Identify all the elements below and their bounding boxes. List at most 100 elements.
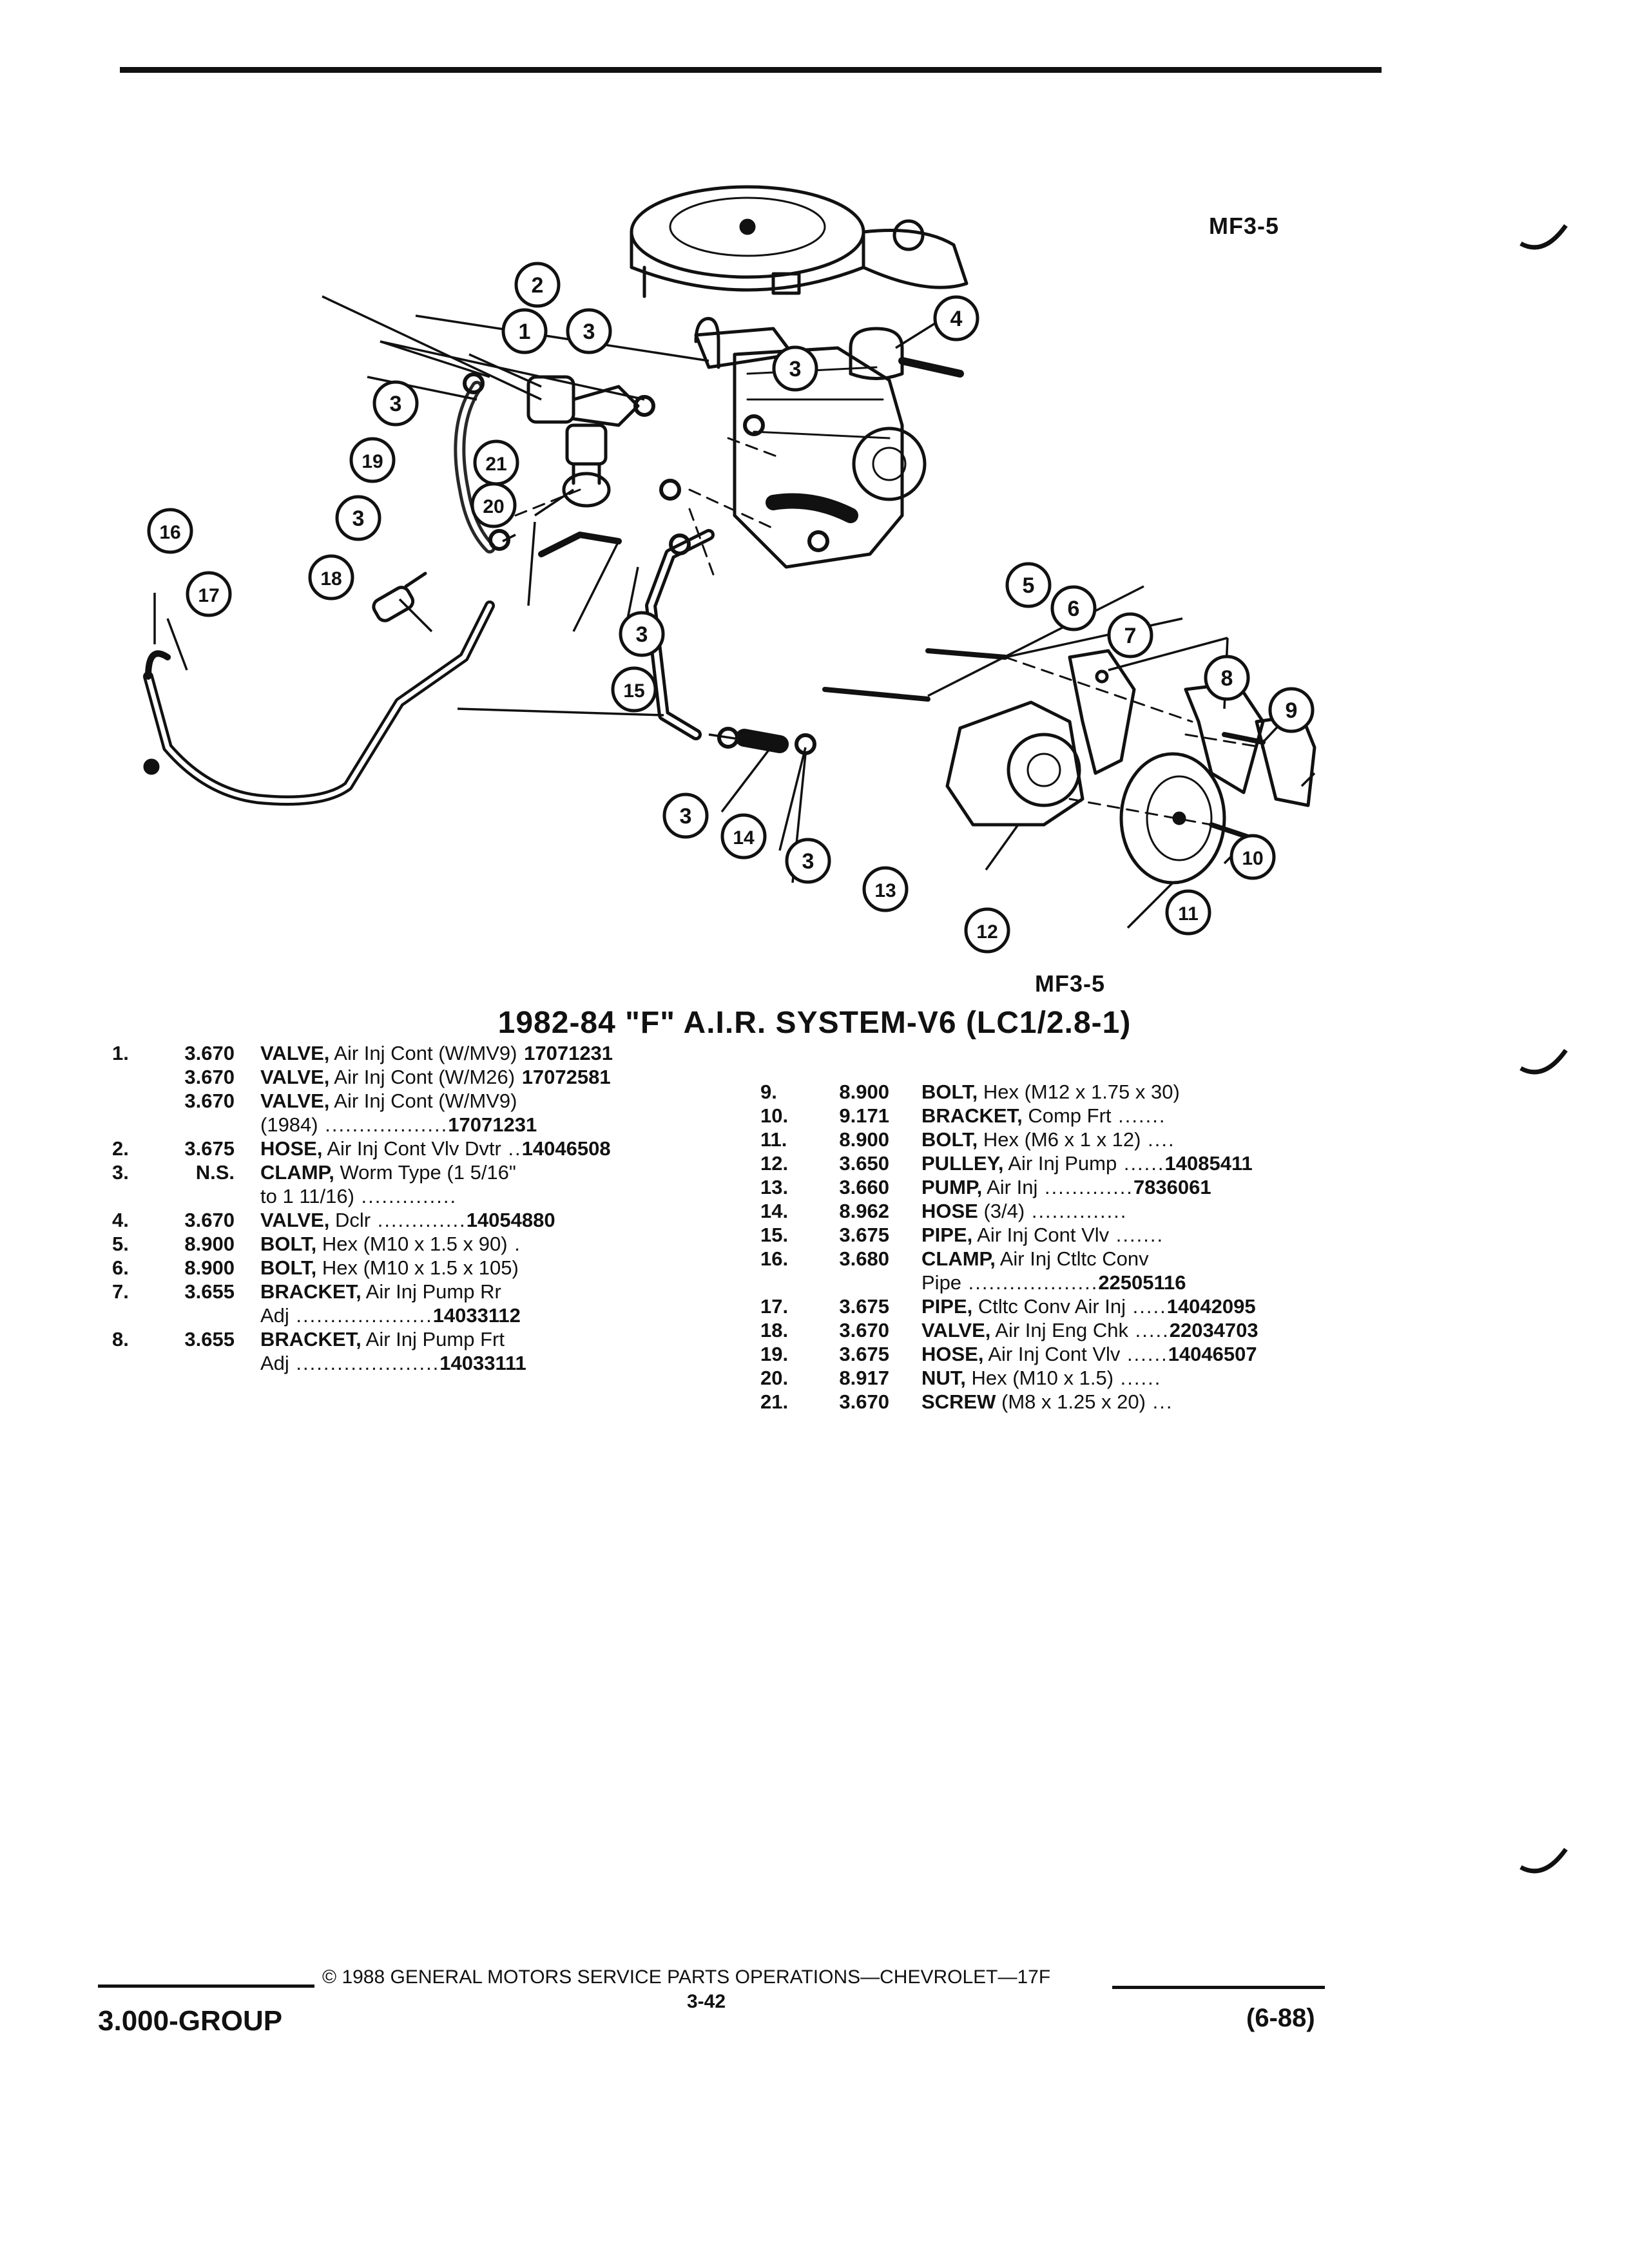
callout-6: 6 [1050,585,1097,631]
part-name: VALVE, [260,1209,330,1231]
part-detail: Worm Type (1 5/16" [334,1161,516,1184]
part-detail: Air Inj Cont (W/M26) [329,1066,516,1088]
part-description: Adj ....................14033112 [260,1303,521,1327]
part-number: 22034703 [1169,1319,1258,1341]
leader-dots: .............. [1025,1200,1128,1222]
ref-number: 18. [760,1319,789,1341]
part-number: 14033112 [432,1304,521,1327]
part-description: BRACKET, Comp Frt ....... [921,1104,1166,1128]
group-number: 8.900 [839,1128,889,1151]
part-name: HOSE, [921,1343,984,1365]
part-name: VALVE, [921,1319,991,1341]
decel-valve-4 [849,327,964,380]
parts-row: to 1 11/16) .............. [112,1184,731,1208]
callout-13: 13 [862,866,909,912]
svg-text:19: 19 [361,451,383,472]
svg-text:3: 3 [636,622,648,647]
ref-number: 2. [112,1137,129,1160]
part-description: CLAMP, Worm Type (1 5/16" [260,1160,516,1184]
part-detail: Adj [260,1304,289,1327]
part-number: 14054880 [466,1209,555,1231]
part-number: 17071231 [524,1042,613,1064]
part-name: PUMP, [921,1176,983,1198]
svg-text:3: 3 [390,392,402,416]
footer-copyright: © 1988 GENERAL MOTORS SERVICE PARTS OPER… [322,1966,1051,1988]
callout-3c: 3 [772,345,818,392]
svg-text:14: 14 [733,827,755,849]
top-rule [120,67,1382,73]
part-detail: Air Inj Cont (W/MV9) [329,1090,517,1112]
page-title: 1982-84 "F" A.I.R. SYSTEM-V6 (LC1/2.8-1) [497,1006,1132,1040]
group-number: N.S. [195,1161,235,1184]
ref-number: 21. [760,1390,789,1413]
callout-3b: 3 [372,380,419,427]
pipe-15-inner [648,532,711,737]
svg-text:9: 9 [1286,698,1298,723]
part-detail: (M8 x 1.25 x 20) [996,1390,1146,1413]
part-detail: Air Inj Pump [1003,1152,1117,1175]
leader-dots: .... [1141,1128,1175,1151]
callout-19: 19 [349,437,396,483]
part-description: Adj .....................14033111 [260,1351,526,1375]
part-detail: Hex (M10 x 1.5 x 90) [316,1233,508,1255]
part-detail: Air Inj [982,1176,1038,1198]
part-detail: Comp Frt [1022,1104,1112,1127]
group-number: 8.900 [839,1081,889,1103]
leader-dots: ...... [1120,1343,1168,1365]
ref-number: 4. [112,1209,129,1231]
hose-upper [766,493,858,523]
group-number: 3.650 [839,1152,889,1175]
part-detail: to 1 11/16) [260,1185,354,1207]
callout-9: 9 [1268,687,1315,733]
footer-rule-left [98,1984,314,1988]
part-number: 14033111 [439,1352,526,1374]
ref-number: 7. [112,1280,129,1303]
part-name: VALVE, [260,1042,330,1064]
part-detail: (3/4) [978,1200,1025,1222]
svg-text:10: 10 [1242,848,1263,869]
callout-11: 11 [1165,889,1211,936]
part-description: CLAMP, Air Inj Ctltc Conv [921,1247,1149,1271]
svg-text:8: 8 [1221,666,1233,691]
part-description: BRACKET, Air Inj Pump Frt [260,1327,505,1351]
clamp-16 [145,650,171,680]
air-injection-pump [945,700,1084,827]
binding-mark-top [1519,224,1568,250]
group-number: 3.675 [839,1343,889,1365]
part-description: VALVE, Air Inj Eng Chk .....22034703 [921,1318,1258,1342]
part-number: 14046507 [1168,1343,1257,1365]
part-detail: Hex (M10 x 1.5) [965,1367,1114,1389]
figure-code-top: MF3-5 [1209,213,1280,239]
part-detail: Hex (M10 x 1.5 x 105) [316,1256,519,1279]
bolt-6 [925,648,1008,660]
ref-number: 6. [112,1256,129,1279]
callout-leaders [153,295,1316,929]
leader-dots: ...... [1117,1152,1165,1175]
part-number: 22505116 [1098,1271,1186,1294]
leader-dots: ............. [371,1209,467,1231]
callout-21: 21 [473,439,519,486]
part-description: (1984) ..................17071231 [260,1113,537,1137]
part-detail: Air Inj Eng Chk [990,1319,1129,1341]
footer-page-number: 3-42 [687,1991,726,2012]
group-number: 8.900 [184,1233,235,1255]
callout-8: 8 [1204,655,1250,701]
group-number: 3.670 [839,1390,889,1413]
hose-2 [694,316,720,369]
bolt-11 [1209,822,1253,840]
ref-number: 9. [760,1081,777,1103]
callout-17: 17 [186,571,232,617]
leader-dots [517,1042,524,1064]
bolt-5 [822,687,930,702]
part-name: CLAMP, [260,1161,334,1184]
group-number: 3.670 [184,1090,235,1112]
air-cleaner-assembly [630,185,969,298]
part-description: Pipe ...................22505116 [921,1271,1186,1294]
